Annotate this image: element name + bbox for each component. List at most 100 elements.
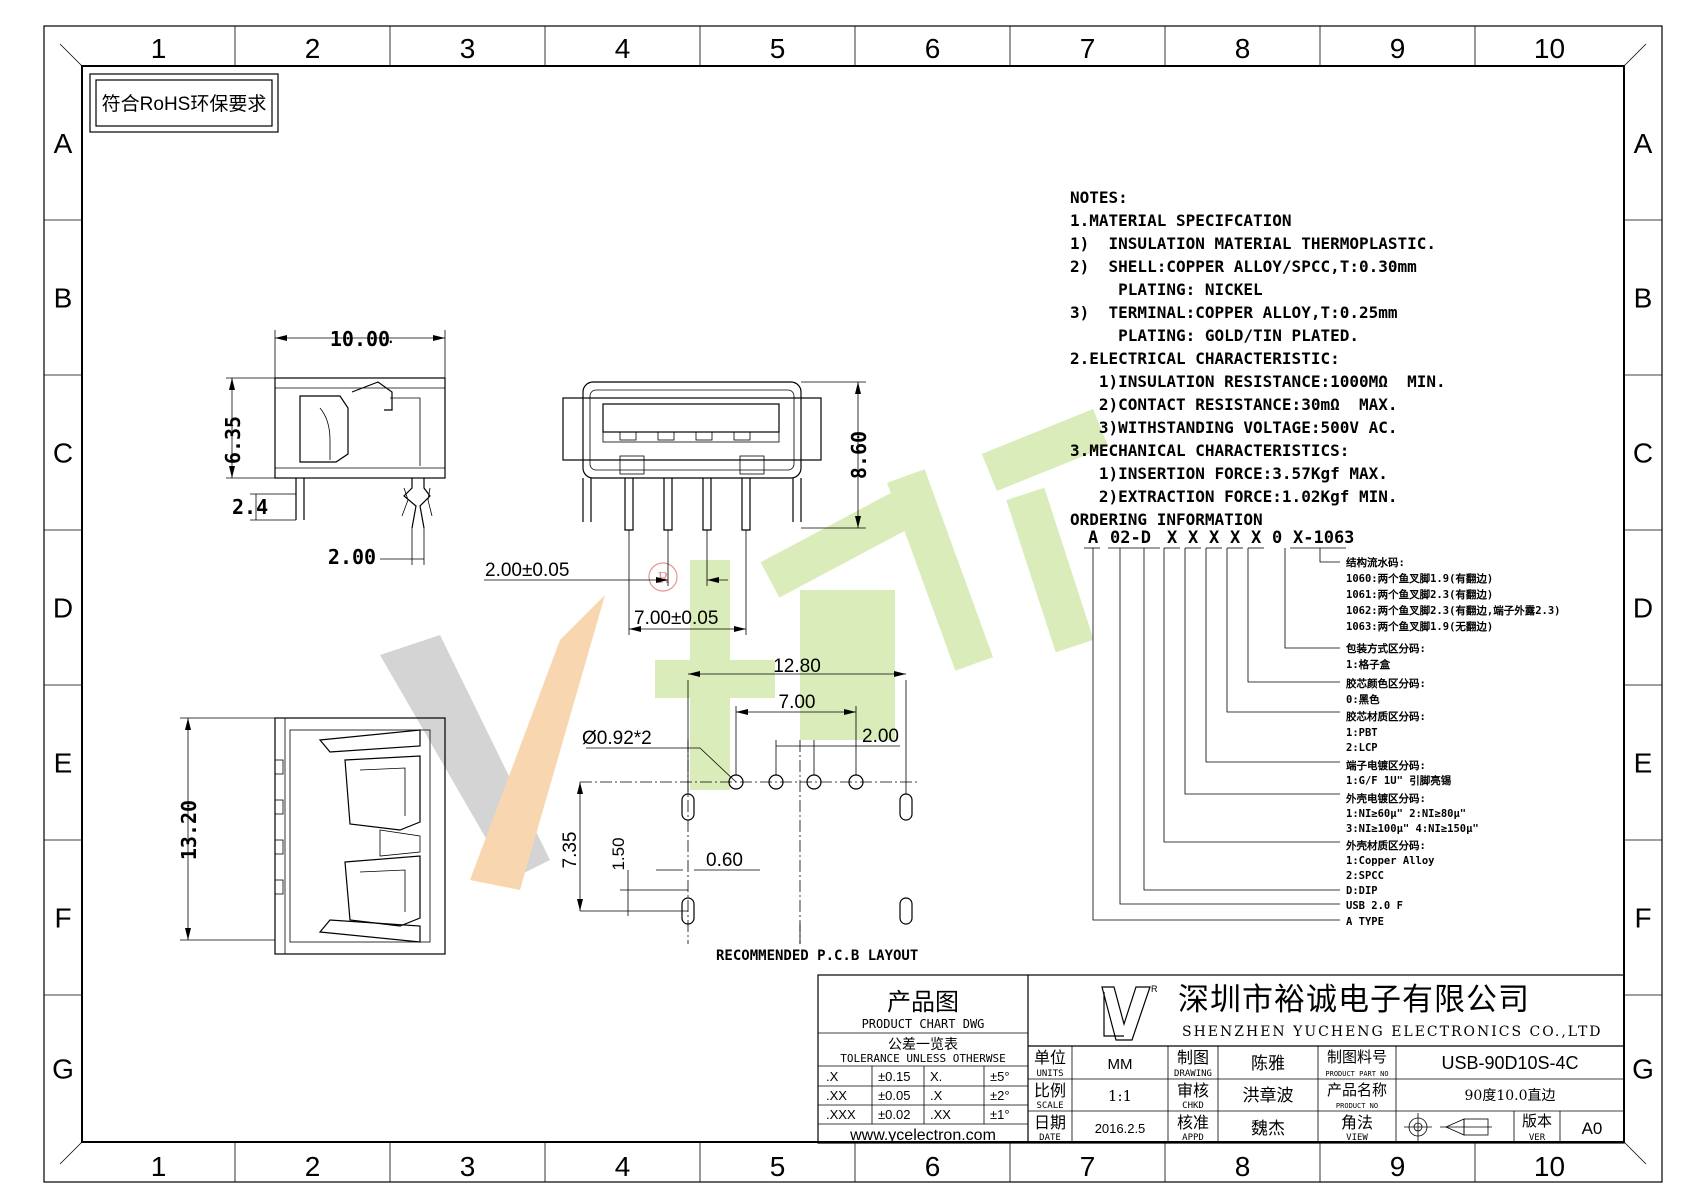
company-cn: 深圳市裕诚电子有限公司 [1178,982,1530,1018]
scale-value: 1:1 [1108,1087,1132,1105]
drawing-label: 制图 [1177,1048,1209,1067]
svg-text:R: R [1151,984,1158,994]
ordering-legend-line: 胶芯颜色区分码: [1346,677,1426,690]
frame-row-label-left: D [53,593,73,624]
tolerance-cell: .XX [930,1107,951,1122]
code-x3: X [1209,528,1220,548]
rohs-note: 符合RoHS环保要求 [102,93,267,115]
ordering-legend-line: 端子电镀区分码: [1346,759,1426,772]
company-watermark: R [380,408,1109,890]
dim-side-pin-pitch: 2.00 [328,545,376,569]
chkd-label-en: CHKD [1182,1101,1204,1111]
dim-pcb-depth: 7.35 [560,832,581,869]
code-x4: X [1230,528,1241,548]
front-view: 8.60 2.00±0.05 7.00±0.05 [484,381,871,635]
ver-label-en: VER [1529,1133,1546,1143]
part-no-value: USB-90D10S-4C [1441,1053,1578,1073]
svg-text:.: . [386,328,396,347]
dim-pcb-pin-span: 7.00 [779,692,816,713]
ordering-legend-line: A TYPE [1346,916,1384,928]
frame-row-label-right: G [1632,1054,1654,1085]
ordering-legend-line: 1062:两个鱼叉脚2.3(有翻边,端子外露2.3) [1346,604,1561,617]
frame-col-label-top: 7 [1080,33,1096,64]
tolerance-cell: ±0.02 [878,1107,910,1122]
tolerance-cn: 公差一览表 [888,1037,958,1053]
frame-col-label-bottom: 9 [1390,1151,1406,1182]
dim-pcb-slot: 0.60 [706,850,743,871]
ordering-legend-line: 1:Copper Alloy [1346,855,1435,867]
part-no-label: 制图料号 [1327,1048,1387,1066]
ordering-legend-line: USB 2.0 F [1346,900,1403,912]
drawing-value: 陈雅 [1251,1054,1285,1074]
tolerance-cell: ±1° [990,1107,1010,1122]
drawing-label-en: DRAWING [1174,1069,1212,1079]
ordering-legend-line: 1:格子盒 [1346,658,1391,671]
title-block: 产品图 PRODUCT CHART DWG 公差一览表 TOLERANCE UN… [817,974,1625,1144]
note-line: 2)CONTACT RESISTANCE:30mΩ MAX. [1070,395,1398,414]
ordering-leaders [1092,548,1340,921]
appd-label-en: APPD [1182,1133,1204,1143]
dim-side-height: 6.35 [221,416,245,464]
frame-row-label-left: B [54,283,73,314]
view-label: 角法 [1341,1113,1373,1132]
note-line: PLATING: NICKEL [1070,280,1263,299]
note-line: 1)INSULATION RESISTANCE:1000MΩ MIN. [1070,372,1446,391]
side-view: 10.00 . 6.35 2.4 2.00 [221,327,446,569]
dim-pcb-pitch: 2.00 [862,726,899,747]
product-name-label: 产品名称 [1327,1081,1387,1099]
inner-border [81,65,1625,1143]
code-x5: X [1251,528,1262,548]
appd-label: 核准 [1177,1113,1209,1132]
ordering-legend-line: 1063:两个鱼叉脚1.9(无翻边) [1346,620,1493,633]
frame-col-label-bottom: 8 [1235,1151,1251,1182]
pcb-layout: 12.80 7.00 2.00 Ø0.92*2 7.35 1.50 0.60 R… [560,656,920,964]
units-label-en: UNITS [1036,1069,1063,1079]
frame-row-label-right: A [1634,128,1653,159]
tolerance-cell: ±5° [990,1069,1010,1084]
dim-front-span: 7.00±0.05 [634,608,718,629]
note-line: 3)WITHSTANDING VOLTAGE:500V AC. [1070,418,1398,437]
frame-col-label-bottom: 7 [1080,1151,1096,1182]
tolerance-en: TOLERANCE UNLESS OTHERWSE [840,1052,1006,1065]
note-line: 2)EXTRACTION FORCE:1.02Kgf MIN. [1070,487,1398,506]
product-chart-en: PRODUCT CHART DWG [862,1017,985,1031]
frame-col-label-top: 4 [615,33,631,64]
scale-label: 比例 [1034,1081,1066,1100]
ordering-legend-line: D:DIP [1346,885,1378,897]
outer-border [43,25,1663,1183]
frame-col-label-bottom: 3 [460,1151,476,1182]
code-a: A [1088,528,1098,548]
frame-row-label-right: C [1633,438,1653,469]
date-label-en: DATE [1039,1133,1061,1143]
frame-col-label-top: 10 [1534,33,1565,64]
product-name-value: 90度10.0直边 [1465,1087,1556,1104]
ordering-legend-line: 1:PBT [1346,727,1378,739]
tolerance-cell: .XXX [826,1107,856,1122]
note-line: 2) SHELL:COPPER ALLOY/SPCC,T:0.30mm [1070,257,1417,276]
ordering-legend-line: 3:NI≥100μ" 4:NI≥150μ" [1346,823,1479,835]
frame-row-label-left: F [54,903,71,934]
ordering-legend-line: 0:黑色 [1346,693,1380,706]
frame-row-label-left: G [52,1054,74,1085]
chkd-value: 洪章波 [1243,1086,1294,1106]
frame-col-label-top: 1 [151,33,167,64]
product-name-label-en: PRODUCT NO [1336,1102,1378,1110]
ordering-legend-line: 外壳电镀区分码: [1345,792,1426,805]
tolerance-cell: ±2° [990,1088,1010,1103]
ordering-legend-line: 结构流水码: [1346,556,1405,569]
svg-text:R: R [657,569,669,587]
ordering-legend-line: 1:NI≥60μ" 2:NI≥80μ" [1346,808,1466,820]
note-line: 1.MATERIAL SPECIFCATION [1070,211,1292,230]
units-value: MM [1108,1056,1133,1073]
tolerance-cell: ±0.05 [878,1088,910,1103]
ver-value: A0 [1582,1119,1603,1138]
company-en: SHENZHEN YUCHENG ELECTRONICS CO.,LTD [1182,1024,1603,1040]
note-line: 1) INSULATION MATERIAL THERMOPLASTIC. [1070,234,1436,253]
ordering-legend-line: 胶芯材质区分码: [1346,710,1426,723]
top-view: 13.20 [177,717,446,955]
part-no-label-en: PRODUCT PART NO [1325,1070,1388,1078]
part-code: A 02-D X X X X X 0 X-1063 [1084,528,1354,549]
frame-col-label-top: 2 [305,33,321,64]
dim-top-height: 13.20 [177,800,201,860]
